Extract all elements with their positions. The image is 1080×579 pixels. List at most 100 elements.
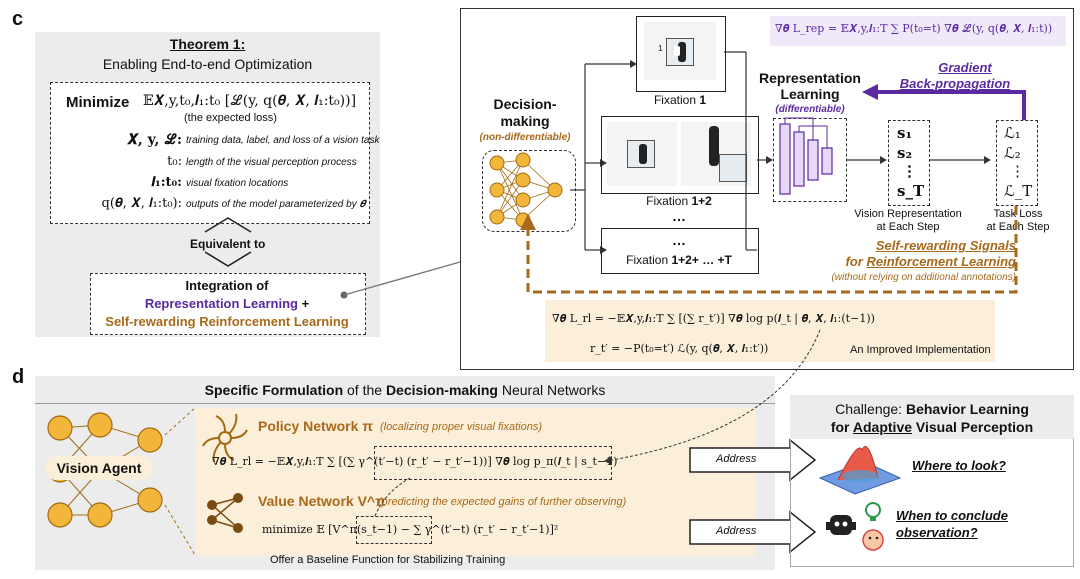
- adaptive-word: Adaptive: [852, 419, 913, 435]
- fixation-ellipsis-2: …: [672, 232, 686, 248]
- header-nn: Neural Networks: [497, 382, 606, 398]
- behavior-learning: Behavior Learning: [905, 401, 1029, 417]
- vision-rep-label: Vision Representation: [854, 208, 962, 220]
- without-annotations-note: (without relying on additional annotatio…: [831, 272, 1016, 283]
- rl-word: Reinforcement Learning: [866, 254, 1016, 269]
- integration-box: [90, 273, 366, 335]
- networks-block: [195, 408, 755, 556]
- visual-perception: Visual Perception: [912, 419, 1034, 435]
- fixation-1-label: Fixation 1: [630, 93, 730, 107]
- when-to-conclude-1: When to conclude: [896, 508, 1008, 523]
- integration-line-2: Representation Learning +: [90, 296, 364, 311]
- self-rewarding-label: Self-rewarding Signals: [875, 238, 1016, 253]
- def-sym-2: t₀:: [167, 154, 182, 169]
- address-label-2: Address: [716, 525, 757, 537]
- improved-implementation: An Improved Implementation: [850, 344, 991, 356]
- fixation-ellipsis-1: …: [672, 208, 686, 224]
- fixation-1-frame: [636, 16, 726, 92]
- grad-rep-formula-bg: [770, 16, 1066, 46]
- challenge-line-2: for Adaptive Visual Perception: [790, 419, 1074, 435]
- integration-rep-learning: Representation Learning: [144, 296, 298, 311]
- rep-learning-title: Representation Learning: [759, 70, 861, 102]
- vision-agent-label: Vision Agent: [46, 456, 152, 480]
- fixation-1-image: 1: [644, 22, 716, 80]
- theorem-subtitle: Enabling End-to-end Optimization: [102, 56, 313, 72]
- objective-formula: 𝔼𝑿,y,t₀,𝒍₁:t₀ [ℒ(y, q(𝜽, 𝑿, 𝒍₁:t₀))]: [143, 93, 357, 109]
- value-title: Value Network V^π: [258, 493, 386, 509]
- def-sym-1: 𝑿, y, ℒ:: [127, 132, 182, 148]
- theorem-box: [50, 82, 370, 224]
- fixation-12-frame: [601, 116, 759, 194]
- rep-sT: s_T: [897, 182, 925, 200]
- fixation-12-word: Fixation: [646, 194, 689, 208]
- for-rl-label: for Reinforcement Learning: [776, 254, 1017, 269]
- challenge-word: Challenge:: [835, 401, 906, 417]
- integration-title: Integration of: [185, 278, 269, 293]
- fixation-1-word: Fixation: [653, 93, 696, 107]
- fixation-T-num: 1+2+ … +T: [671, 253, 732, 267]
- task-loss-step: at Each Step: [986, 221, 1050, 233]
- formulation-divider: [35, 403, 775, 404]
- value-formula-dashbox: [356, 516, 432, 544]
- rl-formula: ∇𝜽 L_rl = −𝔼𝑿,y,𝒍₁:T ∑ [(∑ r_t′)] ∇𝜽 log…: [552, 312, 875, 325]
- reward-formula: r_t′ = −P(t₀=t′) ℒ(y, q(𝜽, 𝑿, 𝒍₁:t′)): [590, 342, 769, 355]
- formulation-header: Specific Formulation of the Decision-mak…: [35, 382, 775, 398]
- loss-column-box: [996, 120, 1038, 206]
- def-sym-4: q(𝜽, 𝑿, 𝒍₁:t₀):: [101, 196, 182, 211]
- address-label-1: Address: [716, 453, 757, 465]
- challenge-header-bg: [790, 395, 1074, 439]
- differentiable-note: (differentiable): [775, 104, 845, 115]
- challenge-line-1: Challenge: Behavior Learning: [790, 401, 1074, 417]
- loss-dots: ⋮: [1010, 162, 1025, 180]
- rep-dots: ⋮: [902, 162, 917, 180]
- header-of: of the: [343, 382, 386, 398]
- fixation-12-num: 1+2: [691, 194, 712, 208]
- policy-formula: ∇𝜽 L_rl = −𝔼𝑿,y,𝒍₁:T ∑ [(∑ γ^(t′−t) (r_t…: [212, 455, 618, 468]
- fixation-T-frame: [601, 228, 759, 274]
- theorem-title: Theorem 1:: [169, 36, 246, 52]
- fixation-12-image-b: [681, 122, 751, 186]
- fixation-1-marker: 1: [658, 44, 663, 53]
- value-desc: (predicting the expected gains of furthe…: [378, 496, 627, 508]
- non-differentiable-note: (non-differentiable): [479, 132, 571, 143]
- def-text-3: visual fixation locations: [186, 178, 289, 189]
- equivalent-label: Equivalent to: [190, 237, 266, 251]
- policy-title: Policy Network π: [258, 418, 373, 434]
- integration-self-rl: Self-rewarding Reinforcement Learning: [105, 314, 349, 329]
- expected-loss-note: (the expected loss): [184, 112, 277, 124]
- challenge-for: for: [830, 419, 853, 435]
- panel-d-label: d: [12, 366, 25, 388]
- rep-column-box: [888, 120, 930, 206]
- rep-s2: s₂: [897, 144, 913, 162]
- panel-c-label: c: [12, 8, 24, 30]
- baseline-note: Offer a Baseline Function for Stabilizin…: [270, 554, 506, 566]
- def-text-2: length of the visual perception process: [186, 157, 357, 168]
- where-to-look: Where to look?: [912, 458, 1006, 473]
- header-specific: Specific Formulation: [204, 382, 344, 398]
- loss-2: ℒ₂: [1004, 144, 1021, 162]
- gradient-label: Gradient: [938, 60, 992, 75]
- fixation-12-image-a: [607, 122, 677, 186]
- header-decision: Decision-making: [385, 382, 498, 398]
- loss-1: ℒ₁: [1004, 124, 1021, 142]
- def-text-4: outputs of the model parameterized by 𝜽: [186, 199, 366, 210]
- def-text-1: training data, label, and loss of a visi…: [186, 135, 380, 146]
- vision-rep-step: at Each Step: [876, 221, 940, 233]
- for-word: for: [845, 254, 863, 269]
- minimize-word: Minimize: [66, 94, 130, 111]
- fixation-1-num: 1: [699, 93, 707, 107]
- decision-making-title: Decision-making: [493, 96, 557, 129]
